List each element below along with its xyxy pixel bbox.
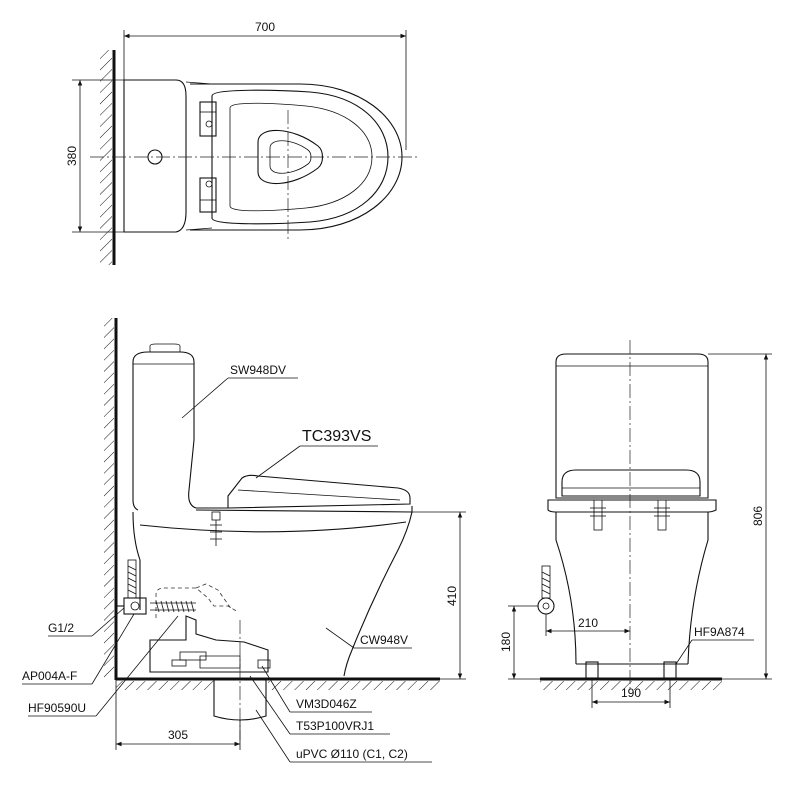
side-bowl-back [132, 511, 141, 610]
front-floor-bolt-2 [663, 661, 677, 679]
side-bowl-front [343, 511, 413, 677]
label-pipe: uPVC Ø110 (C1, C2) [296, 747, 408, 761]
label-trap: T53P100VRJ1 [296, 719, 374, 733]
top-hinge-1 [199, 101, 217, 137]
dim-bolt-spacing: 190 [621, 686, 641, 700]
front-tank-outline [555, 353, 709, 499]
label-supply-thread: G1/2 [48, 621, 74, 635]
side-seat-lid [227, 474, 411, 509]
label-flange: VM3D046Z [296, 697, 357, 711]
top-bowl-opening [257, 129, 324, 185]
front-floor-bolt-1 [585, 661, 599, 679]
top-hinge-2 [199, 177, 217, 213]
dim-supply-offset: 210 [578, 616, 598, 630]
top-bowl-drain [269, 140, 312, 174]
label-bowl: CW948V [360, 633, 408, 647]
top-view: 700 380 [65, 20, 420, 265]
label-supply-hose: HF90590U [28, 701, 86, 715]
front-view: 806 180 210 190 HF9A874 [499, 340, 772, 708]
front-angle-valve [537, 597, 555, 615]
label-seat: TC393VS [302, 428, 371, 445]
side-angle-valve [123, 597, 147, 615]
label-angle-valve: AP004A-F [22, 669, 77, 683]
side-tank-outline [132, 351, 228, 509]
side-flange [149, 615, 269, 673]
dim-wall-to-outlet: 305 [168, 728, 188, 742]
front-bowl-outline [555, 512, 709, 665]
top-wall-hatch [100, 50, 112, 265]
dim-top-depth: 380 [65, 146, 79, 166]
top-tank-outline [123, 79, 187, 233]
label-tank: SW948DV [230, 363, 286, 377]
side-tank-button [149, 343, 181, 352]
side-wall-hatch [104, 318, 114, 678]
dim-top-width: 700 [255, 20, 275, 34]
trapway-dashed [155, 587, 239, 618]
dim-total-height: 806 [751, 506, 765, 526]
front-seat [561, 469, 701, 497]
side-view: 410 305 SW948DV TC393VS CW948V G1/2 AP00… [22, 318, 466, 763]
dim-supply-height: 180 [499, 632, 513, 652]
label-fixing-kit: HF9A874 [694, 625, 745, 639]
dim-seat-height: 410 [445, 586, 459, 606]
